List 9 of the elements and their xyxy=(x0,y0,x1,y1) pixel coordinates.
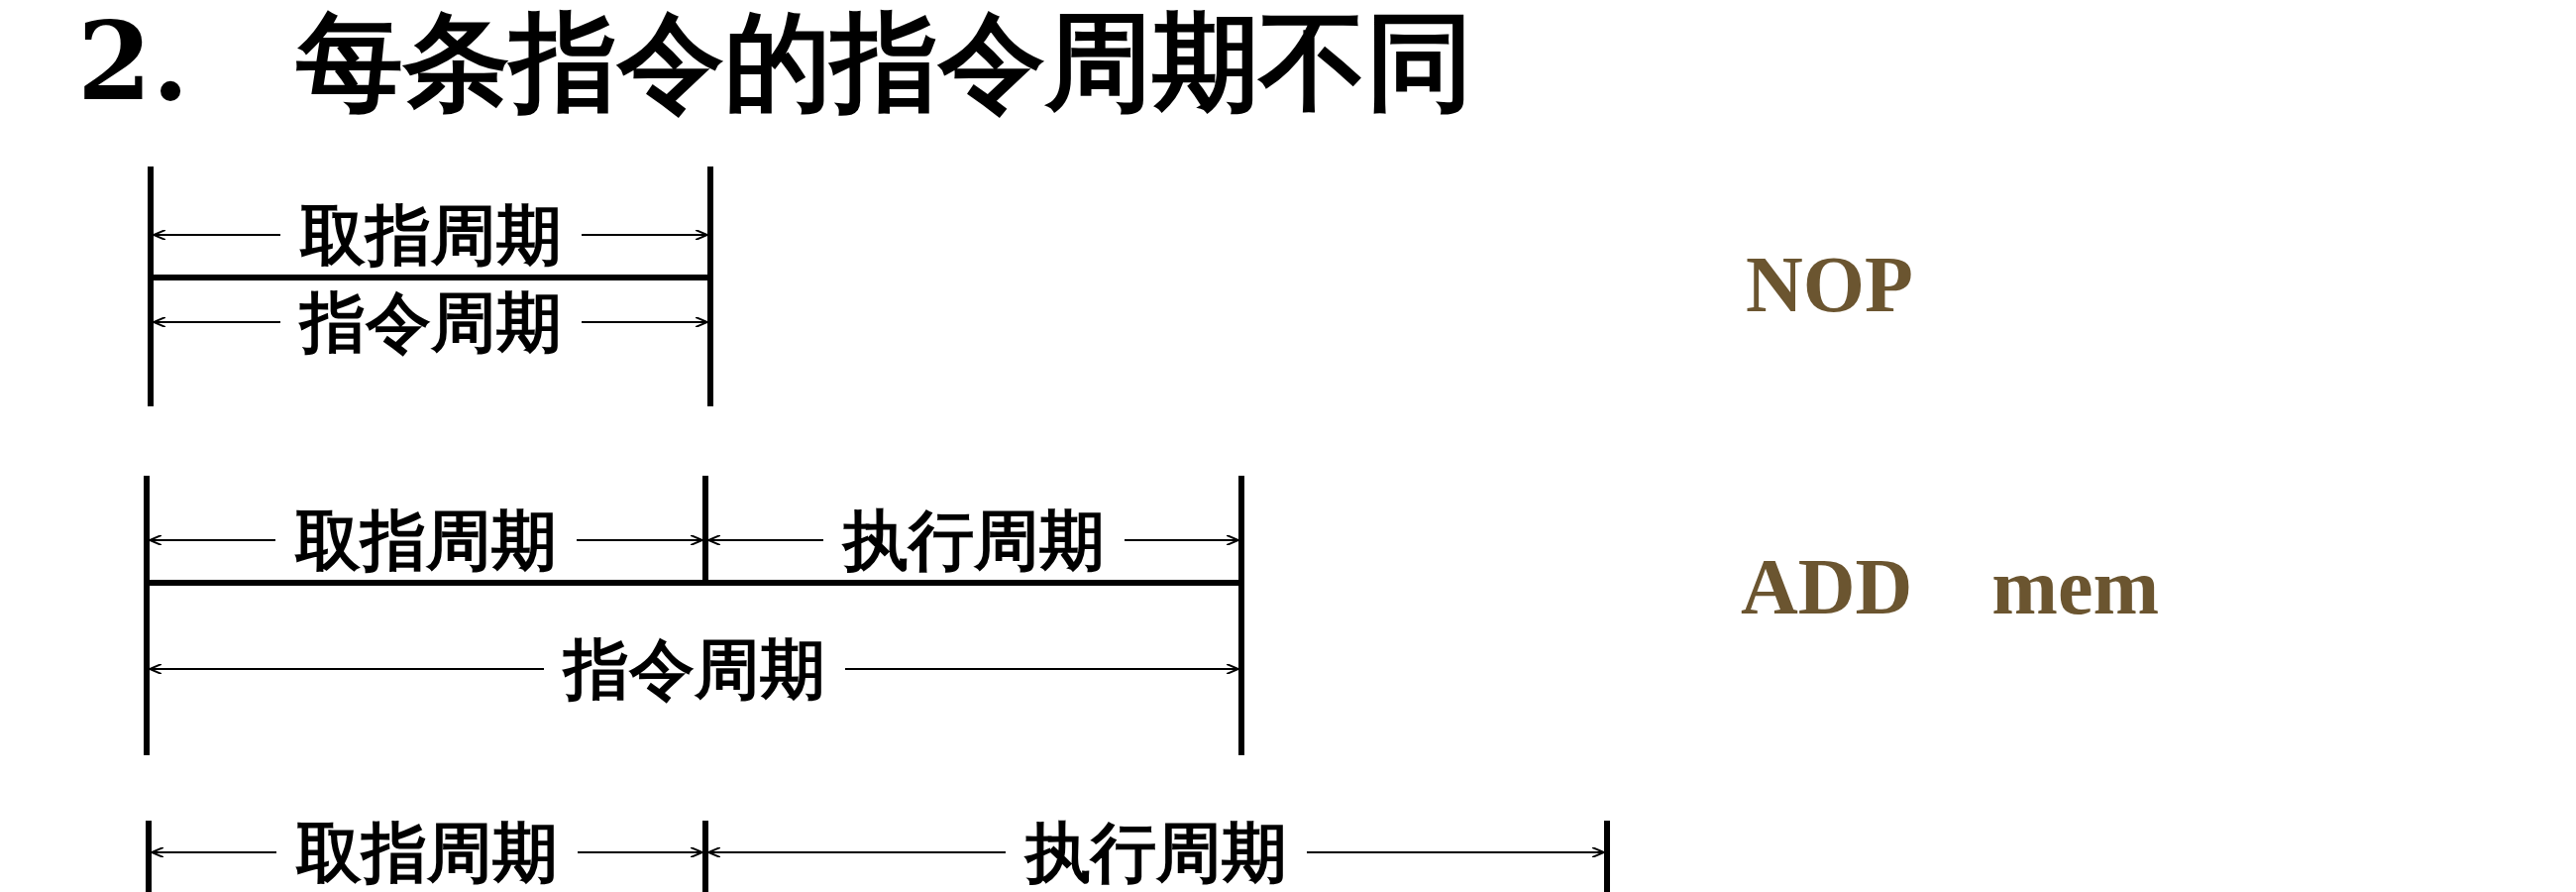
period-label: 取指周期 xyxy=(279,202,582,268)
instruction-label: ADD mem xyxy=(1741,547,2160,626)
period-label: 取指周期 xyxy=(275,507,577,573)
period-label: 取指周期 xyxy=(276,820,578,885)
period-label: 执行周期 xyxy=(1006,820,1307,885)
period-label: 指令周期 xyxy=(543,636,845,702)
period-label: 指令周期 xyxy=(279,289,582,355)
instruction-label: NOP xyxy=(1746,245,1913,324)
period-label: 执行周期 xyxy=(822,507,1125,573)
